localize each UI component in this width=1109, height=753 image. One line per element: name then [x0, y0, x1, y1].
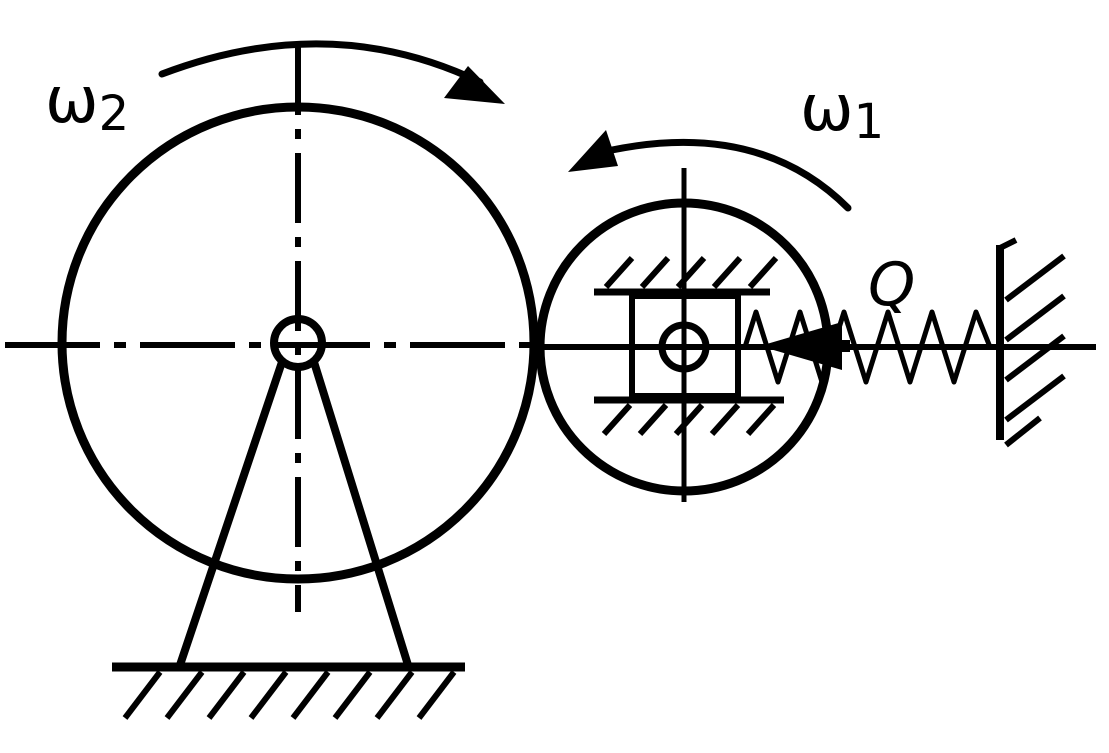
- small-wheel: [535, 168, 833, 502]
- right-wall: [996, 237, 1066, 448]
- omega1-rotation-arrow: [568, 130, 852, 212]
- slider-block: [629, 293, 741, 399]
- force-q-arrow: [760, 322, 850, 370]
- slider-guides: [594, 255, 784, 437]
- spring: [742, 309, 993, 385]
- omega2-label: ω2: [45, 64, 129, 142]
- omega1-label: ω1: [800, 72, 884, 150]
- ground-base: [112, 662, 465, 720]
- omega2-rotation-arrow: [158, 40, 505, 104]
- force-q-label: Q: [868, 250, 915, 320]
- large-wheel-stand: [176, 358, 412, 669]
